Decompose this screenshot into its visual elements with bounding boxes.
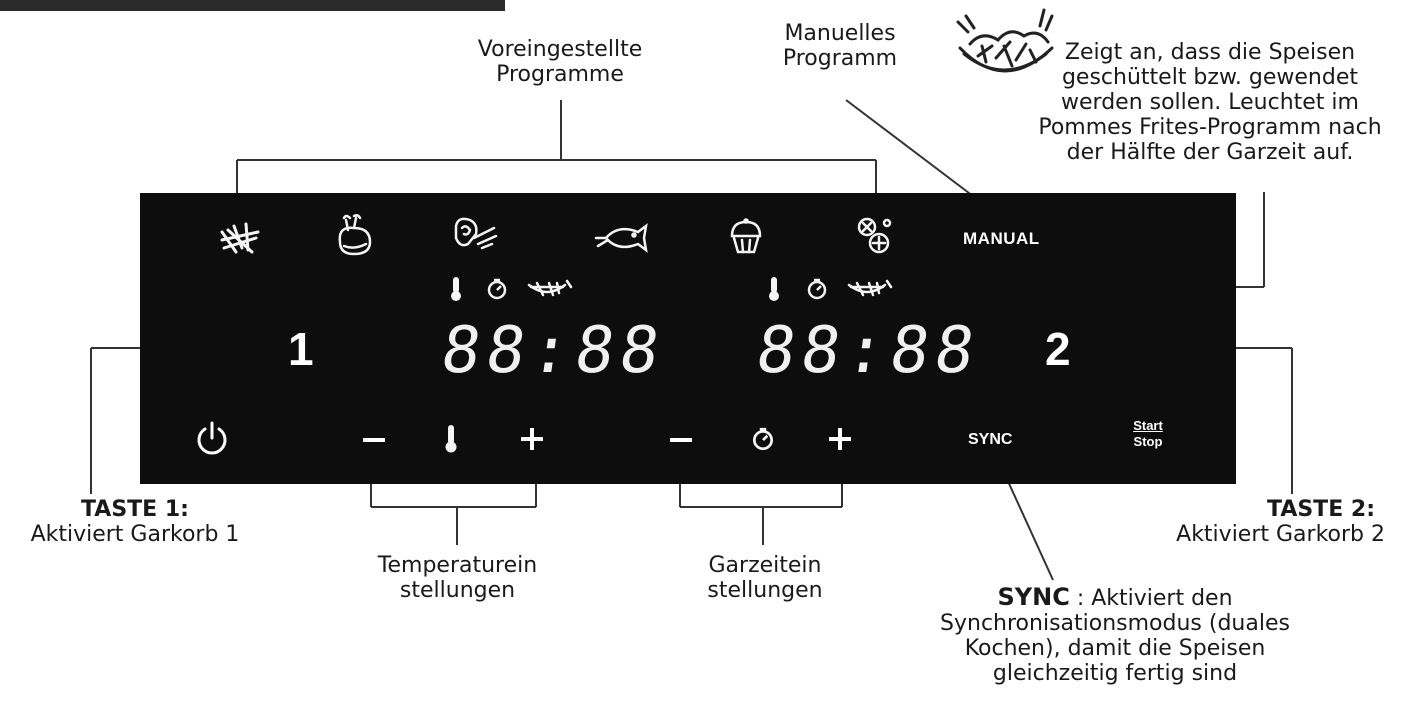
shake-indicator-icon <box>527 279 573 297</box>
chicken-program-icon[interactable] <box>332 212 376 258</box>
control-panel <box>140 193 1236 484</box>
plus-bar <box>838 428 842 450</box>
key-2-label: TASTE 2: Aktiviert Garkorb 2 <box>1176 497 1385 547</box>
key-1-label: TASTE 1: Aktiviert Garkorb 1 <box>30 497 240 547</box>
sync-button[interactable]: SYNC <box>968 431 1013 448</box>
shake-basket-icon <box>956 8 1054 73</box>
fries-program-icon[interactable] <box>218 218 262 258</box>
fish-program-icon[interactable] <box>594 222 650 254</box>
zone-1-display: 88:88 <box>436 314 670 388</box>
zone-2-display: 88:88 <box>751 314 985 388</box>
zone-1-button[interactable]: 1 <box>288 323 314 375</box>
muffin-program-icon[interactable] <box>728 218 764 256</box>
shake-indicator-label: Zeigt an, dass die Speisen geschüttelt b… <box>1038 40 1382 165</box>
start-label: Start <box>1133 418 1163 433</box>
power-icon[interactable] <box>195 420 229 456</box>
stop-label: Stop <box>1133 434 1163 449</box>
zone-2-button[interactable]: 2 <box>1045 323 1071 375</box>
shake-indicator-icon <box>847 279 893 297</box>
thermometer-icon <box>451 277 461 301</box>
plus-bar <box>530 428 534 450</box>
temperature-minus-button[interactable] <box>363 438 385 442</box>
timer-icon <box>487 278 507 300</box>
thermometer-icon <box>769 277 779 301</box>
header-bar <box>0 0 505 11</box>
time-minus-button[interactable] <box>670 438 692 442</box>
timer-icon <box>752 427 774 451</box>
steak-program-icon[interactable] <box>448 214 500 258</box>
manual-button[interactable]: MANUAL <box>963 229 1040 248</box>
timer-icon <box>807 278 827 300</box>
start-stop-button[interactable]: Start Stop <box>1126 418 1170 450</box>
thermometer-icon <box>445 425 457 453</box>
vegetables-program-icon[interactable] <box>853 213 897 257</box>
sync-label: SYNC : Aktiviert den Synchronisationsmod… <box>940 583 1290 687</box>
